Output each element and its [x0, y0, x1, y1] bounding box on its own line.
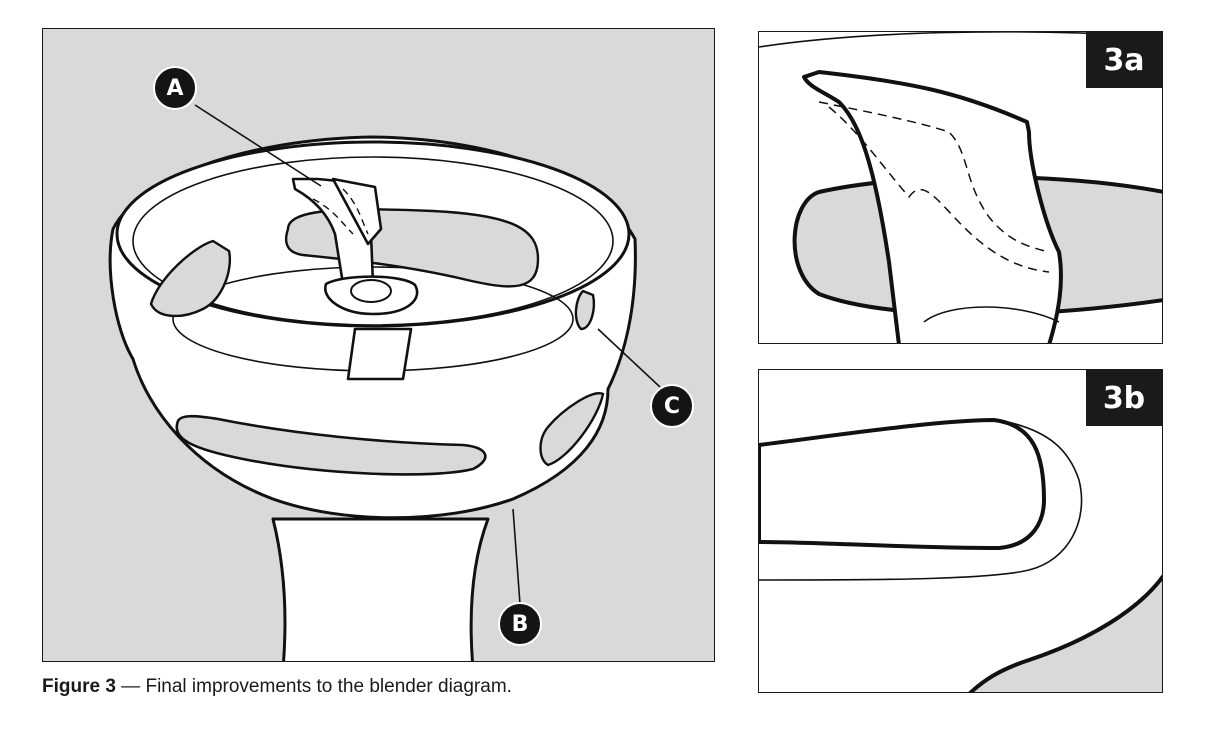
inset-3b-illustration [759, 417, 1162, 692]
guard-window-left [149, 239, 232, 318]
figure-caption: Figure 3 — Final improvements to the ble… [42, 676, 512, 698]
inset-3a-hidden-edge-2 [828, 106, 1050, 273]
inset-3b-tag: 3b [1086, 370, 1162, 426]
blade-tip [331, 177, 383, 246]
inset-3a-illustration [759, 32, 1162, 343]
inset-3b-neck [968, 574, 1162, 692]
blade-nut [350, 279, 392, 303]
guard-window-right [574, 289, 595, 331]
figure-label: Figure 3 [42, 676, 116, 697]
guard-slot-right [539, 392, 605, 467]
blade-shaft [346, 327, 413, 381]
blender-illustration [108, 104, 661, 661]
blender-neck [271, 517, 490, 661]
inset-3a-tag: 3a [1086, 32, 1162, 88]
blade-hidden-edge [312, 188, 369, 235]
blender-diagram-panel: A B C [42, 28, 715, 662]
inset-3a-hidden-edge-1 [818, 101, 1050, 253]
inset-3b-window [759, 417, 1047, 551]
guard-slot-front [175, 414, 487, 476]
callout-b: B [498, 602, 542, 646]
leader-line-c [597, 328, 661, 388]
leader-line-b [512, 508, 521, 605]
inset-3a-hub-edge [923, 306, 1060, 323]
figure-caption-text: — Final improvements to the blender diag… [115, 676, 512, 697]
inset-3a-blade [802, 70, 1063, 343]
inset-3b-outer-edge [759, 419, 1083, 581]
callout-c: C [650, 384, 694, 428]
inset-3a-panel: 3a [758, 31, 1163, 344]
leader-line-a [194, 104, 322, 187]
inset-3b-panel: 3b [758, 369, 1163, 693]
callout-a: A [153, 66, 197, 110]
